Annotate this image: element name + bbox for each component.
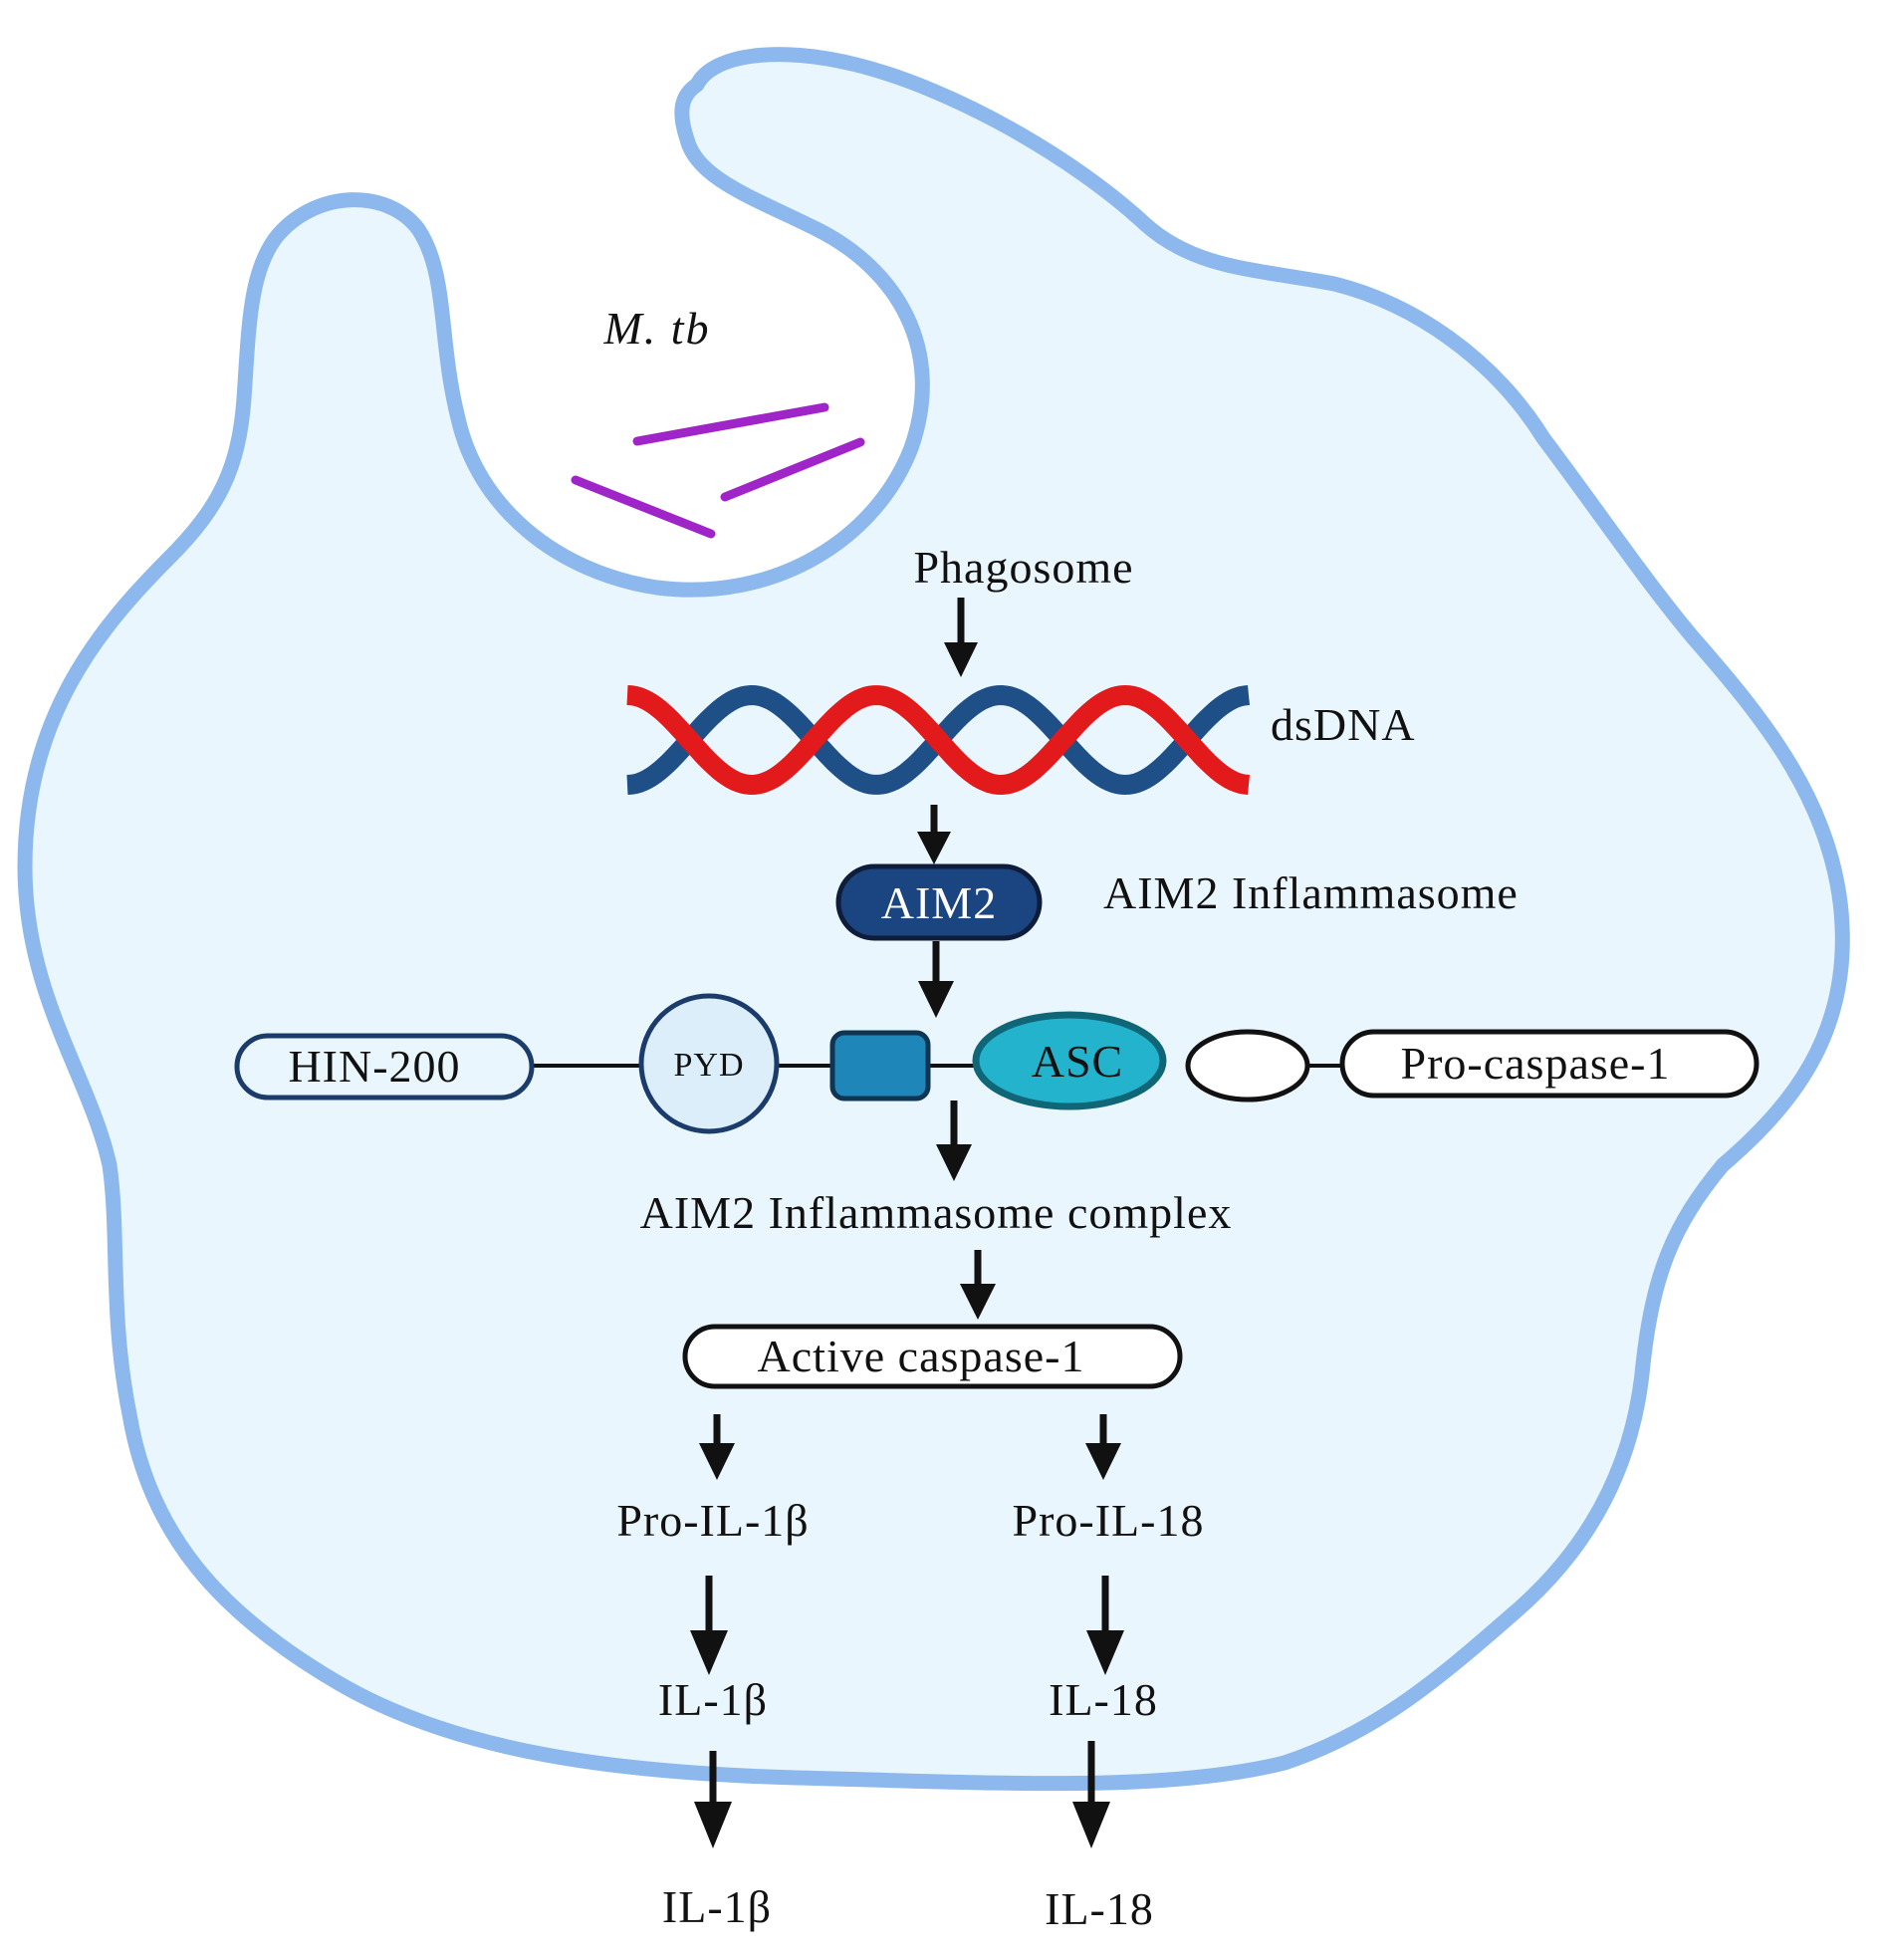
procaspase1-label: Pro-caspase-1 [1400,1038,1670,1089]
aim2-inflammasome-label: AIM2 Inflammasome [1103,867,1519,918]
bacteria-rod-icon [571,475,716,539]
phagosome-label: Phagosome [913,542,1133,593]
aim2-label: AIM2 [881,877,997,928]
bacteria-rod-icon [632,402,829,446]
procaspase1-domain [1339,1029,1760,1099]
arrow-down-icon [690,1576,728,1675]
aim2-node [835,863,1043,941]
arrow-down-icon [936,1101,972,1181]
dsdna-label: dsDNA [1271,699,1416,750]
il1b-outside-label: IL-1β [662,1881,772,1932]
adaptor-square-icon [829,1030,931,1102]
il18-outside-label: IL-18 [1045,1883,1154,1934]
il18-inside-label: IL-18 [1049,1674,1158,1725]
active-caspase1-label: Active caspase-1 [758,1331,1085,1381]
hin200-domain [234,1033,535,1101]
asc-node [972,1011,1167,1110]
arrow-down-icon [960,1250,996,1320]
il1b-inside-label: IL-1β [658,1674,768,1725]
asc-label: ASC [1032,1036,1123,1087]
bacteria-rod-icon [720,437,865,502]
arrow-down-icon [918,941,954,1018]
mtb-label: M. tb [602,303,710,354]
arrow-down-icon [1072,1741,1110,1848]
arrow-down-icon [917,805,951,864]
double-helix-icon [626,684,1250,796]
arrow-down-icon [1086,1576,1124,1675]
arrow-down-icon [694,1751,732,1848]
pro-il1b-label: Pro-IL-1β [616,1495,809,1546]
hin200-label: HIN-200 [288,1041,460,1092]
dna-strand-red [626,684,1250,796]
caspase-card-domain [1185,1029,1310,1102]
arrow-down-icon [944,598,978,677]
arrow-down-icon [699,1414,735,1480]
pyd-label: PYD [673,1047,744,1084]
pro-il18-label: Pro-IL-18 [1013,1495,1205,1546]
active-caspase1-node [682,1324,1183,1389]
complex-label: AIM2 Inflammasome complex [640,1187,1233,1238]
arrow-down-icon [1085,1414,1121,1480]
inflammasome-components-row: HIN-200 PYD ASC Pro-caspase-1 [234,993,1760,1134]
pyd-domain [638,993,780,1134]
mtb-bacteria-group [571,402,865,539]
